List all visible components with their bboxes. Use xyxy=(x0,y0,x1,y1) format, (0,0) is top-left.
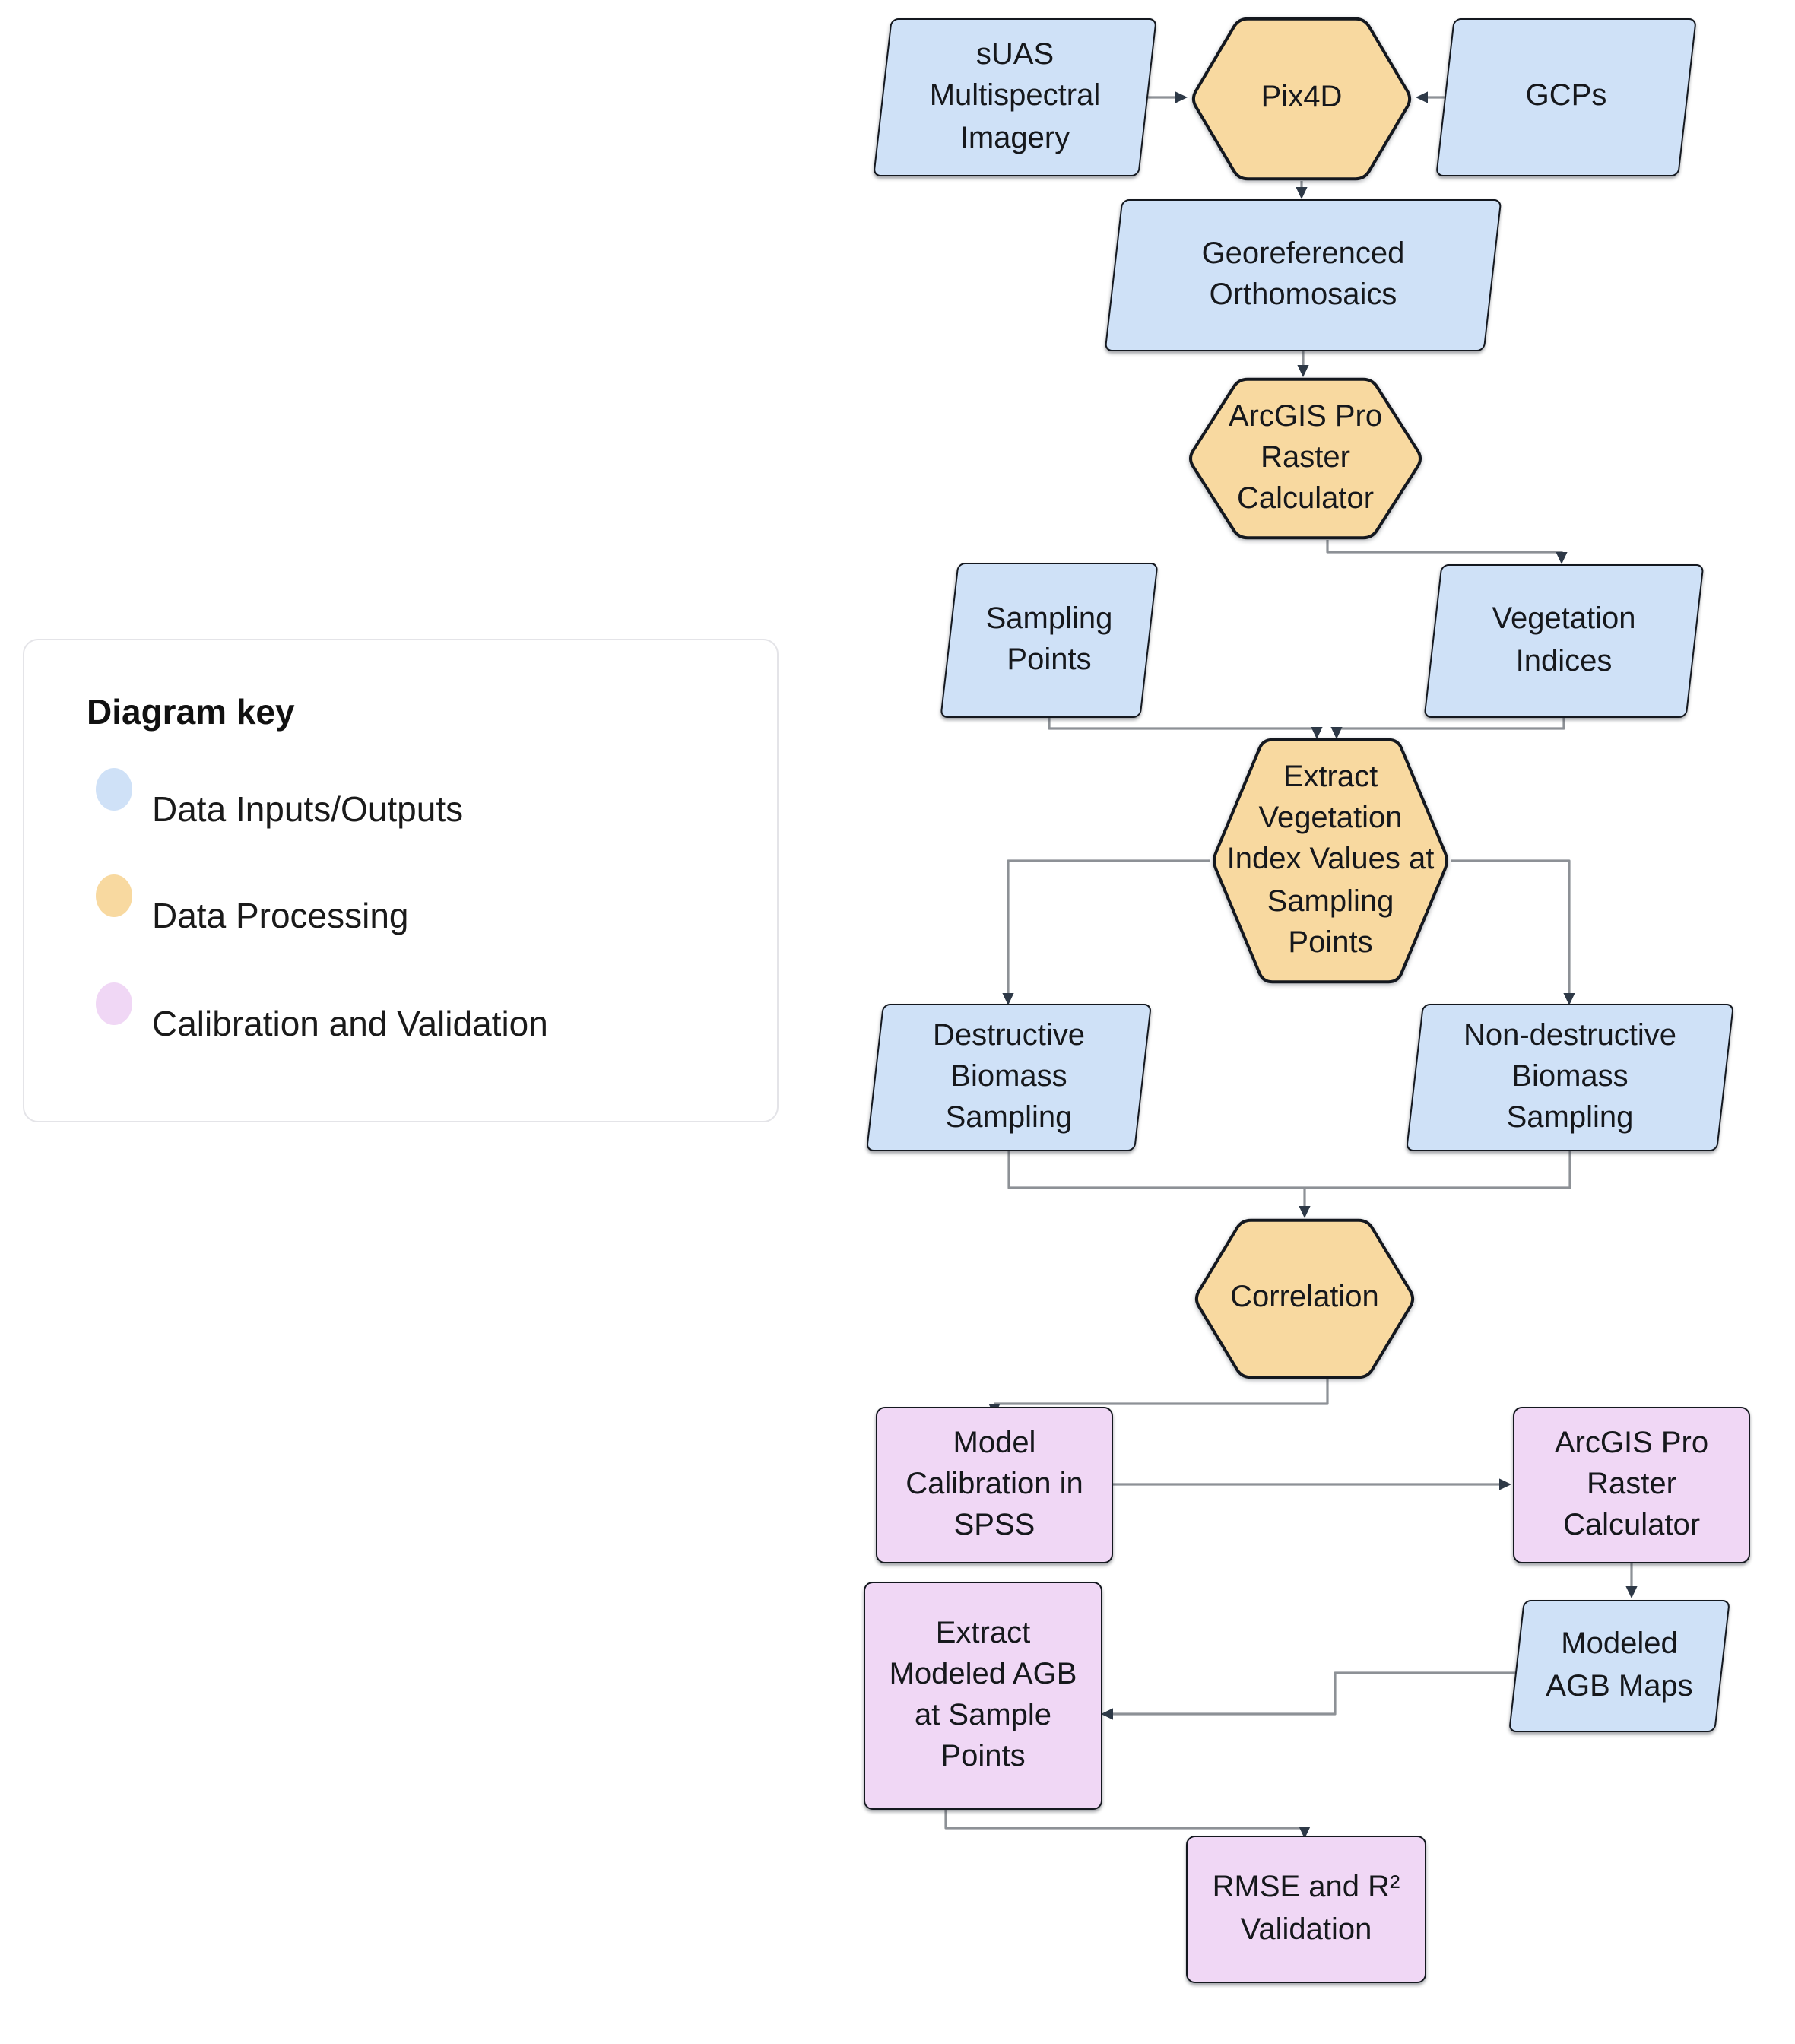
node-label: RMSE and R² Validation xyxy=(1212,1871,1400,1946)
diagram-key-panel: Diagram key Data Inputs/Outputs Data Pro… xyxy=(23,639,779,1122)
node-sampling-points: Sampling Points xyxy=(940,563,1159,718)
arrowhead-down xyxy=(1299,1206,1311,1218)
node-label: ArcGIS Pro Raster Calculator xyxy=(1228,399,1383,516)
arrowhead-down xyxy=(1299,1827,1311,1839)
edge-vegetation-indices-extract xyxy=(1337,718,1565,730)
node-suas-multispectral-imagery: sUAS Multispectral Imagery xyxy=(873,18,1157,176)
node-label: Model Calibration in SPSS xyxy=(905,1426,1083,1543)
legend-item-calibration-validation: Calibration and Validation xyxy=(24,982,777,1068)
legend-item-label: Data Processing xyxy=(152,896,409,935)
edge-extract-destructive xyxy=(1007,859,1210,993)
node-label: Non-destructive Biomass Sampling xyxy=(1463,1018,1677,1135)
node-extract-vegetation-index-values: Extract Vegetation Index Values at Sampl… xyxy=(1210,738,1451,984)
node-gcps: GCPs xyxy=(1435,18,1697,176)
arrowhead-down xyxy=(1330,727,1343,739)
legend-item-data-processing: Data Processing xyxy=(24,874,777,960)
edge-extract-non-destructive xyxy=(1451,859,1571,993)
node-label: GCPs xyxy=(1525,79,1607,113)
node-label: ArcGIS Pro Raster Calculator xyxy=(1554,1426,1709,1543)
connector-lines xyxy=(944,96,1633,1830)
edge-agb-maps-extract-agb xyxy=(1112,1671,1525,1716)
edge-correlation-model-calibration xyxy=(994,1379,1329,1405)
rectangle-shape xyxy=(1513,1407,1750,1563)
node-georeferenced-orthomosaics: Georeferenced Orthomosaics xyxy=(1104,199,1502,351)
rectangle-shape xyxy=(864,1582,1102,1810)
rectangle-shape xyxy=(876,1407,1113,1563)
hexagon-shape xyxy=(1189,377,1422,540)
arrowhead-left xyxy=(1101,1708,1113,1720)
node-arcgis-pro-raster-calculator-2: ArcGIS Pro Raster Calculator xyxy=(1513,1407,1750,1563)
arrowhead-right xyxy=(1175,91,1188,103)
node-pix4d: Pix4D xyxy=(1189,17,1414,181)
arrowhead-down xyxy=(1625,1586,1638,1598)
node-arcgis-pro-raster-calculator: ArcGIS Pro Raster Calculator xyxy=(1186,377,1425,540)
legend-item-data-inputs-outputs: Data Inputs/Outputs xyxy=(24,768,777,853)
node-label: Destructive Biomass Sampling xyxy=(932,1018,1086,1135)
arrowhead-down xyxy=(1311,727,1323,739)
node-label: Pix4D xyxy=(1261,81,1343,115)
edge-sampling-points-extract xyxy=(1048,718,1317,730)
arrowhead-down xyxy=(1296,187,1308,199)
node-label: Modeled AGB Maps xyxy=(1546,1627,1693,1703)
arrowhead-left xyxy=(1416,91,1428,103)
node-label: sUAS Multispectral Imagery xyxy=(929,38,1101,155)
legend-swatch-calibration xyxy=(96,982,132,1025)
node-correlation: Correlation xyxy=(1192,1218,1417,1379)
node-label: Vegetation Indices xyxy=(1492,602,1636,678)
edge-non-destructive-correlation xyxy=(1305,1151,1571,1189)
arrowhead-right xyxy=(1499,1478,1511,1490)
arrowhead-down xyxy=(1563,993,1575,1005)
edge-arcgis-vegetation-indices xyxy=(1326,540,1563,554)
node-non-destructive-biomass-sampling: Non-destructive Biomass Sampling xyxy=(1405,1004,1735,1151)
legend-swatch-processing xyxy=(96,874,132,917)
hexagon-shape xyxy=(1191,17,1412,181)
arrowhead-down xyxy=(1297,365,1309,377)
edge-destructive-correlation xyxy=(1007,1151,1305,1189)
arrowhead-down xyxy=(1002,993,1014,1005)
node-label: Extract Modeled AGB at Sample Points xyxy=(889,1616,1077,1774)
legend-item-label: Calibration and Validation xyxy=(152,1004,548,1043)
legend-item-label: Data Inputs/Outputs xyxy=(152,789,464,829)
node-label: Correlation xyxy=(1230,1281,1379,1315)
hexagon-shape xyxy=(1213,738,1448,984)
legend-title: Diagram key xyxy=(87,692,295,732)
arrowheads xyxy=(988,91,1638,1839)
node-vegetation-indices: Vegetation Indices xyxy=(1423,564,1705,718)
node-model-calibration-in-spss: Model Calibration in SPSS xyxy=(876,1407,1113,1563)
node-label: Georeferenced Orthomosaics xyxy=(1201,236,1405,312)
edge-extract-agb-rmse xyxy=(944,1810,1305,1830)
node-label: Sampling Points xyxy=(985,601,1113,677)
node-modeled-agb-maps: Modeled AGB Maps xyxy=(1508,1600,1730,1732)
node-label: Extract Vegetation Index Values at Sampl… xyxy=(1226,760,1435,960)
hexagon-shape xyxy=(1194,1218,1415,1379)
legend-swatch-data-io xyxy=(96,768,132,811)
node-rmse-r2-validation: RMSE and R² Validation xyxy=(1186,1836,1426,1983)
node-extract-modeled-agb: Extract Modeled AGB at Sample Points xyxy=(864,1582,1102,1810)
node-destructive-biomass-sampling: Destructive Biomass Sampling xyxy=(865,1004,1153,1151)
arrowhead-down xyxy=(1556,552,1568,564)
rectangle-shape xyxy=(1186,1836,1426,1983)
